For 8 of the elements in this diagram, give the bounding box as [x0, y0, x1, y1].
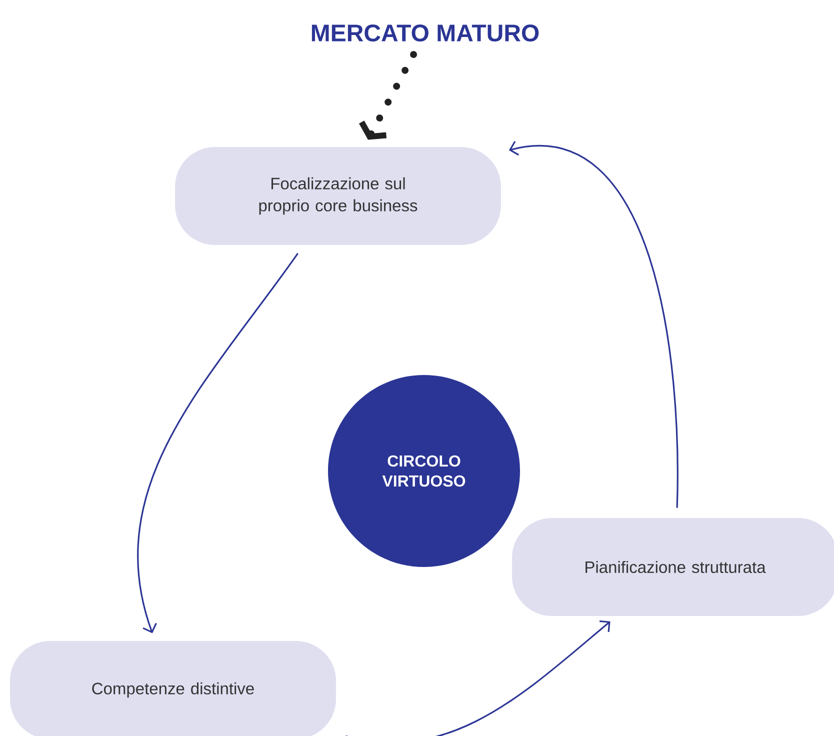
arrow	[508, 140, 678, 508]
title-text: MERCATO MATURO	[312, 24, 539, 42]
process-box: Pianificazione strutturata	[512, 518, 834, 616]
process-box: Competenze distintive	[10, 641, 336, 736]
arrow	[358, 51, 418, 140]
arrow	[346, 620, 610, 736]
process-box: Focalizzazione sul proprio core business	[175, 147, 501, 245]
arrow	[137, 252, 298, 634]
